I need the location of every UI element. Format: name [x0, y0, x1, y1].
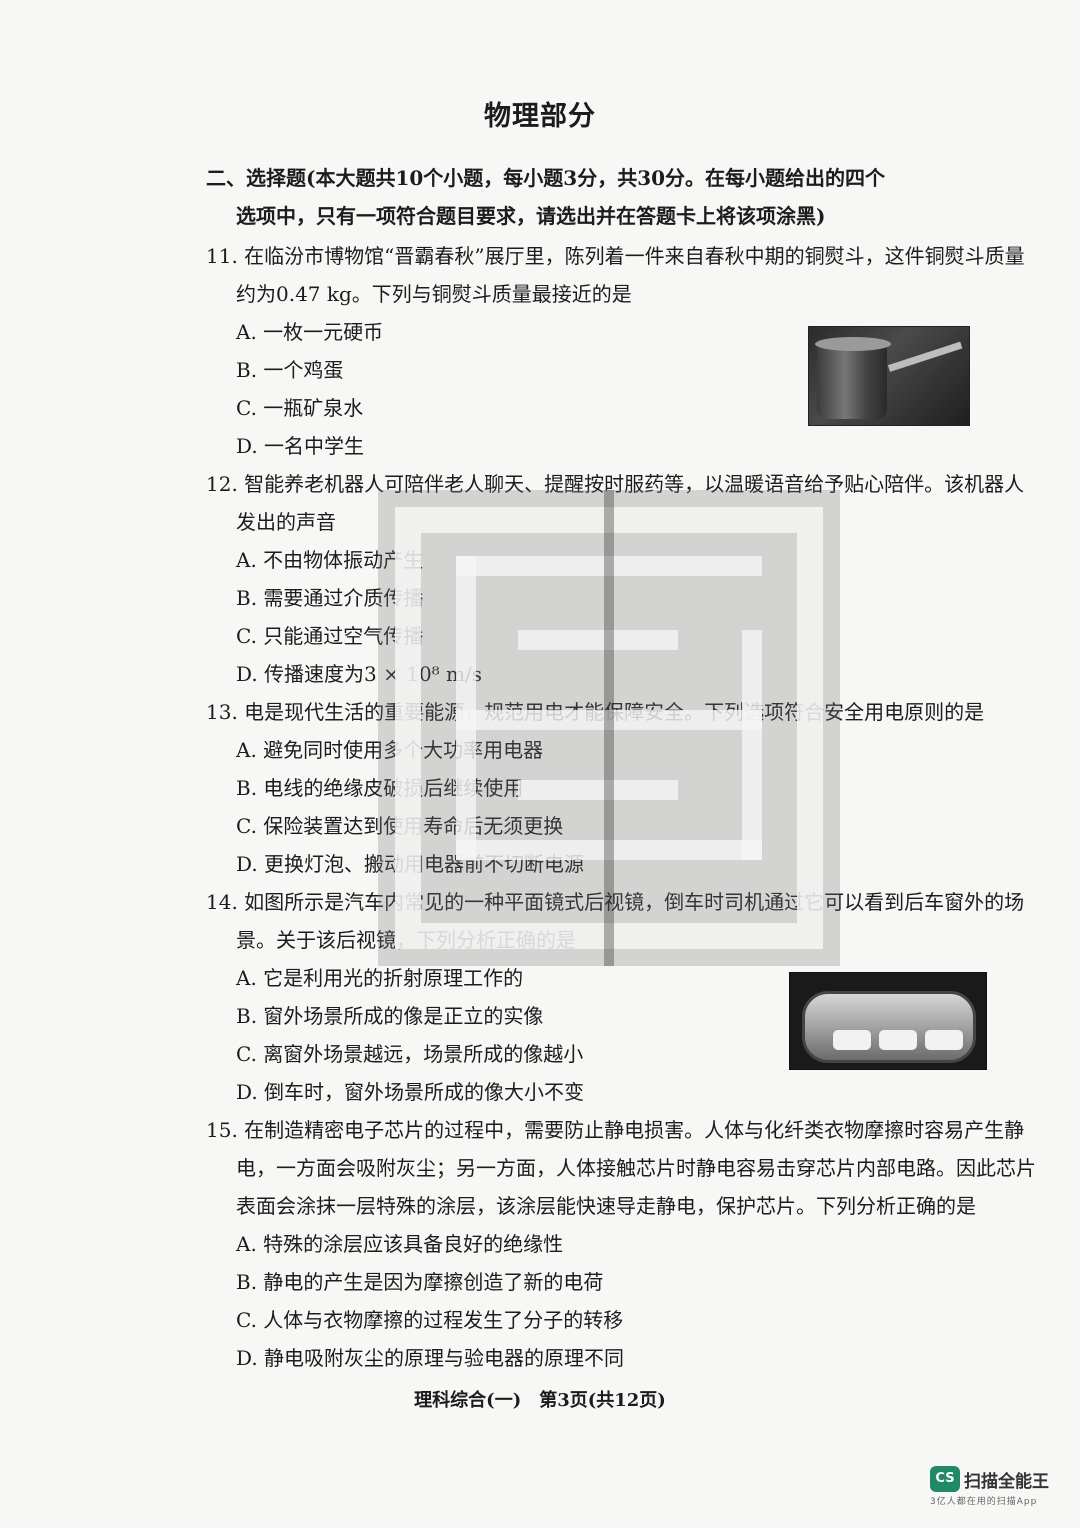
question-12-option-c: C. 只能通过空气传播	[236, 624, 424, 648]
question-12-stem-line1: 12. 智能养老机器人可陪伴老人聊天、提醒按时服药等，以温暖语音给予贴心陪伴。该…	[206, 472, 1025, 496]
question-15-option-d: D. 静电吸附灰尘的原理与验电器的原理不同	[236, 1346, 625, 1370]
question-11-stem-line1: 11. 在临汾市博物馆“晋霸春秋”展厅里，陈列着一件来自春秋中期的铜熨斗，这件铜…	[206, 244, 1025, 268]
watermark-seal	[378, 490, 840, 966]
camscanner-tagline: 3亿人都在用的扫描App	[930, 1497, 1038, 1507]
bronze-iron-photo	[808, 326, 970, 426]
question-14-option-b: B. 窗外场景所成的像是正立的实像	[236, 1004, 544, 1028]
question-15-option-b: B. 静电的产生是因为摩擦创造了新的电荷	[236, 1270, 604, 1294]
question-12-stem-line2: 发出的声音	[236, 510, 336, 534]
question-11-option-a: A. 一枚一元硬币	[236, 320, 384, 344]
page-title: 物理部分	[484, 101, 596, 132]
question-14-option-a: A. 它是利用光的折射原理工作的	[236, 966, 524, 990]
question-12-option-b: B. 需要通过介质传播	[236, 586, 424, 610]
section-heading-line1: 二、选择题(本大题共10个小题，每小题3分，共30分。在每小题给出的四个	[206, 166, 886, 190]
question-11-option-c: C. 一瓶矿泉水	[236, 396, 364, 420]
question-15-stem-line2: 电，一方面会吸附灰尘；另一方面，人体接触芯片时静电容易击穿芯片内部电路。因此芯片	[236, 1156, 1036, 1180]
question-15-option-a: A. 特殊的涂层应该具备良好的绝缘性	[236, 1232, 564, 1256]
question-12-option-a: A. 不由物体振动产生	[236, 548, 424, 572]
question-12-option-d: D. 传播速度为3 × 10⁸ m/s	[236, 662, 483, 686]
question-14-stem-line1: 14. 如图所示是汽车内常见的一种平面镜式后视镜，倒车时司机通过它可以看到后车窗…	[206, 890, 1025, 914]
question-11-option-b: B. 一个鸡蛋	[236, 358, 344, 382]
question-15-option-c: C. 人体与衣物摩擦的过程发生了分子的转移	[236, 1308, 624, 1332]
camscanner-name: 扫描全能王	[964, 1472, 1049, 1492]
question-15-stem-line3: 表面会涂抹一层特殊的涂层，该涂层能快速导走静电，保护芯片。下列分析正确的是	[236, 1194, 976, 1218]
question-15-stem-line1: 15. 在制造精密电子芯片的过程中，需要防止静电损害。人体与化纤类衣物摩擦时容易…	[206, 1118, 1025, 1142]
question-13-option-a: A. 避免同时使用多个大功率用电器	[236, 738, 544, 762]
camscanner-logo-icon: CS	[930, 1466, 960, 1492]
section-heading-line2: 选项中，只有一项符合题目要求，请选出并在答题卡上将该项涂黑)	[236, 204, 826, 228]
question-11-option-d: D. 一名中学生	[236, 434, 365, 458]
question-14-option-d: D. 倒车时，窗外场景所成的像大小不变	[236, 1080, 585, 1104]
question-11-stem-line2: 约为0.47 kg。下列与铜熨斗质量最接近的是	[236, 282, 632, 306]
page-footer: 理科综合(一) 第3页(共12页)	[414, 1390, 666, 1411]
camscanner-badge: CS 扫描全能王 3亿人都在用的扫描App	[930, 1466, 1060, 1507]
question-14-option-c: C. 离窗外场景越远，场景所成的像越小	[236, 1042, 584, 1066]
rearview-mirror-photo	[789, 972, 987, 1070]
